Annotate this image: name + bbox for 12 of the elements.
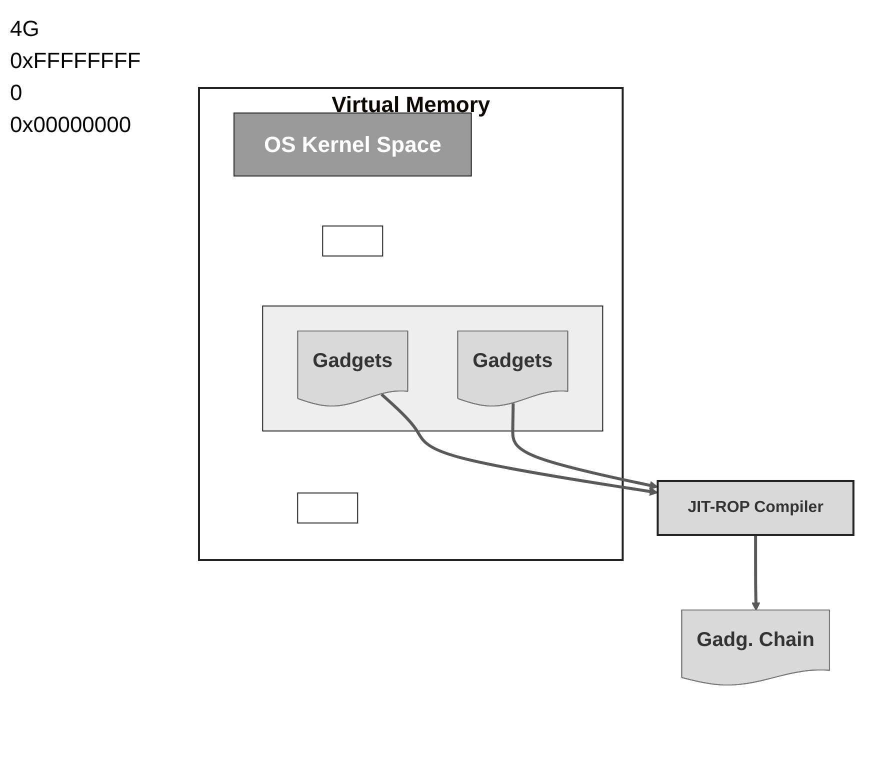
address-label: 0x00000000 xyxy=(10,112,132,138)
arrow xyxy=(752,534,761,610)
address-label: 4G xyxy=(10,16,40,42)
node-box: OS Kernel Space xyxy=(234,112,472,176)
address-label: 0 xyxy=(10,80,24,106)
node-box: JIT-ROP Compiler xyxy=(656,480,855,536)
node-box xyxy=(322,225,384,256)
arrow xyxy=(512,402,658,490)
cluster xyxy=(262,305,604,431)
arrow xyxy=(380,392,658,496)
address-label: 0xFFFFFFFF xyxy=(10,48,142,74)
node-box xyxy=(297,492,358,523)
